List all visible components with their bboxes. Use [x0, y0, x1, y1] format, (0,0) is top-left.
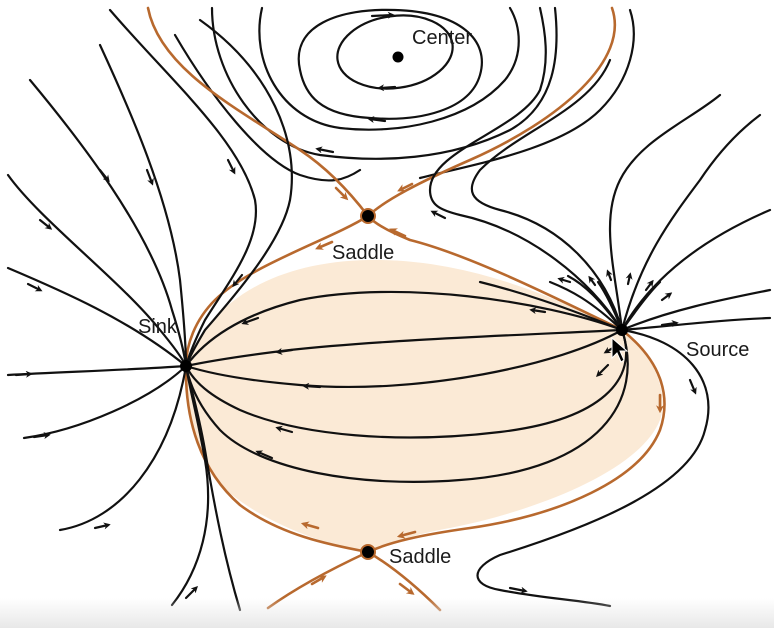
- bottom-separatrices: [184, 328, 666, 612]
- label-sink: Sink: [138, 316, 178, 338]
- cursor-icon: [611, 336, 629, 363]
- center-orbits: [173, 6, 635, 182]
- basin-trajectories: [184, 290, 629, 483]
- label-saddle-bottom: Saddle: [389, 546, 451, 568]
- sink-trajectories: [6, 8, 293, 612]
- center-point: [392, 51, 404, 63]
- label-source: Source: [686, 339, 749, 361]
- saddle-top-point: [360, 208, 376, 224]
- label-center: Center: [412, 27, 472, 49]
- fixed-points: [180, 51, 628, 560]
- source-trajectories: [428, 6, 772, 608]
- sink-point: [180, 360, 192, 372]
- saddle-bottom-point: [360, 544, 376, 560]
- source-point: [616, 324, 628, 336]
- label-saddle-top: Saddle: [332, 242, 394, 264]
- top-separatrices: [146, 6, 624, 368]
